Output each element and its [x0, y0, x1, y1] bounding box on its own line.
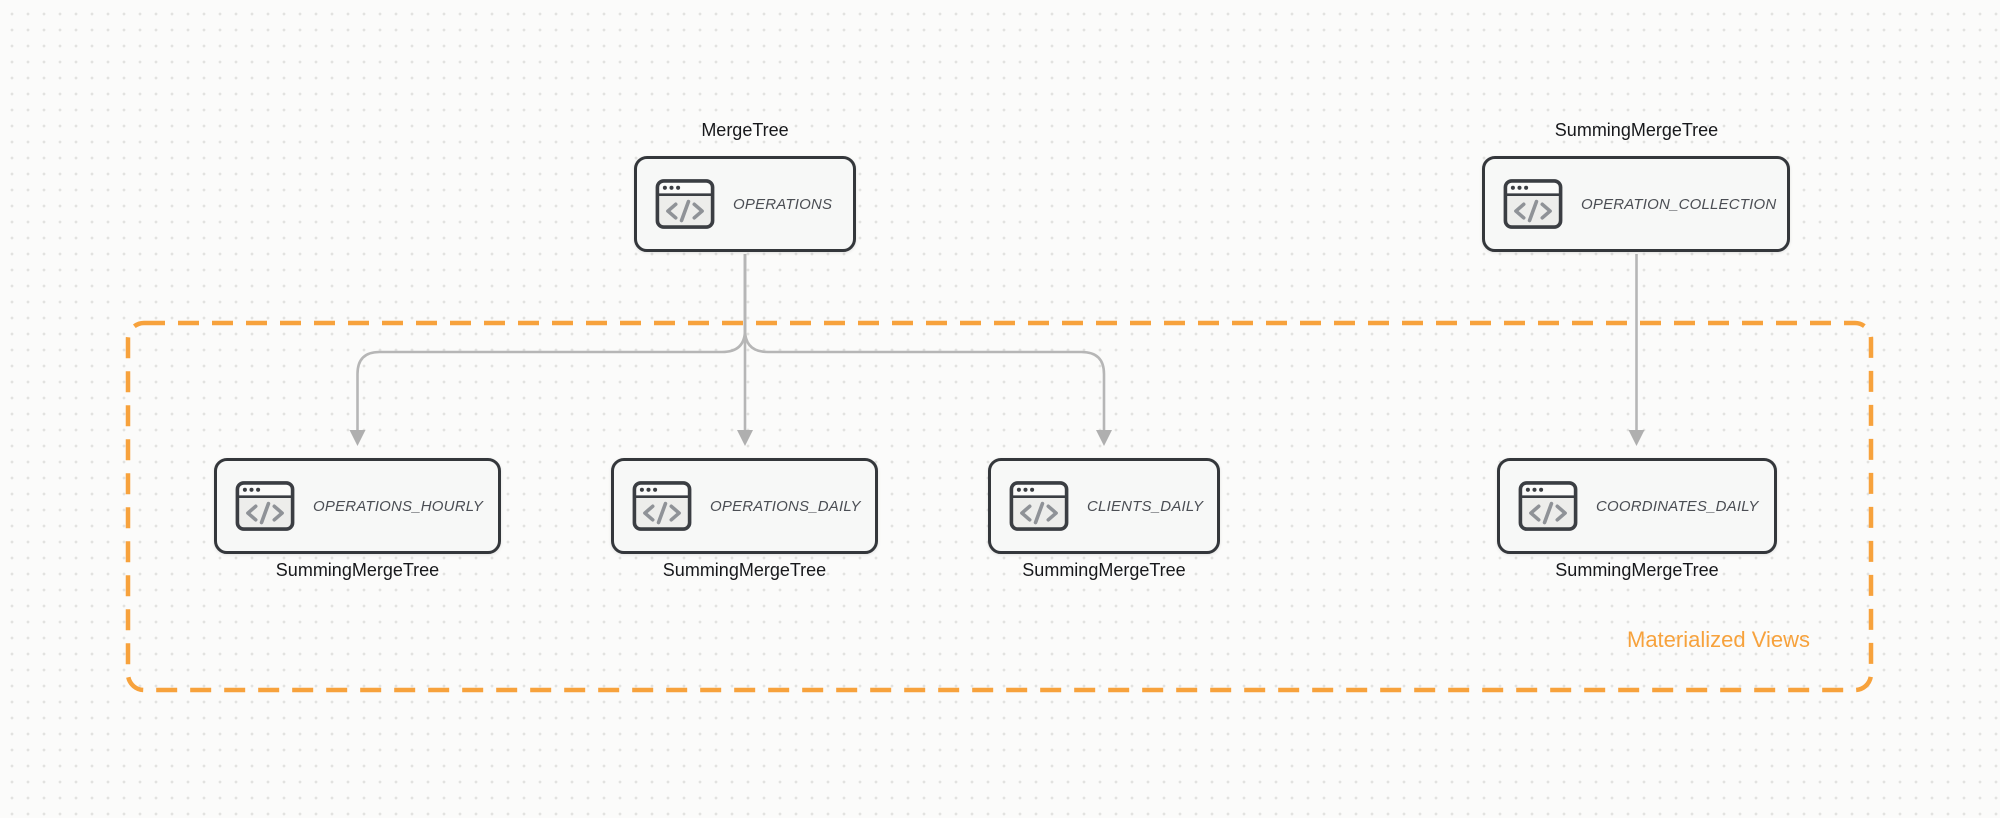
- table-name-label: OPERATIONS: [733, 195, 833, 213]
- code-window-icon: [632, 480, 692, 532]
- table-name-label: CLIENTS_DAILY: [1087, 497, 1204, 515]
- table-name-label: OPERATION_COLLECTION: [1581, 195, 1777, 213]
- code-window-icon: [1503, 178, 1563, 230]
- node-coordinates-daily[interactable]: COORDINATES_DAILY: [1497, 458, 1777, 554]
- arrowhead-icon: [1628, 430, 1645, 446]
- node-operations-hourly[interactable]: OPERATIONS_HOURLY: [214, 458, 501, 554]
- code-window-icon: [655, 178, 715, 230]
- engine-label-operations-hourly: SummingMergeTree: [275, 560, 440, 580]
- engine-label-operations: MergeTree: [701, 120, 789, 140]
- engine-label-operation-collection: SummingMergeTree: [1554, 120, 1719, 140]
- edge-operation-collection-to-coordinates-daily: [1628, 254, 1645, 446]
- node-operations-daily[interactable]: OPERATIONS_DAILY: [611, 458, 878, 554]
- engine-label-operations-daily: SummingMergeTree: [662, 560, 827, 580]
- arrowhead-icon: [1096, 430, 1112, 446]
- arrowhead-icon: [349, 430, 366, 446]
- arrowhead-icon: [737, 430, 753, 446]
- code-window-icon: [1009, 480, 1069, 532]
- code-window-icon: [235, 480, 295, 532]
- engine-label-clients-daily: SummingMergeTree: [1022, 560, 1186, 580]
- table-name-label: OPERATIONS_HOURLY: [313, 497, 484, 515]
- edge-operations-to-operations-hourly: [349, 254, 747, 446]
- table-name-label: OPERATIONS_DAILY: [710, 497, 861, 515]
- engine-label-coordinates-daily: SummingMergeTree: [1555, 560, 1719, 580]
- node-operations[interactable]: OPERATIONS: [634, 156, 856, 252]
- node-operation-collection[interactable]: OPERATION_COLLECTION: [1482, 156, 1790, 252]
- edge-operations-to-clients-daily: [743, 254, 1112, 446]
- table-name-label: COORDINATES_DAILY: [1596, 497, 1759, 515]
- edge-operations-to-operations-daily: [737, 254, 753, 446]
- materialized-views-group-label: Materialized Views: [1627, 627, 1811, 652]
- node-clients-daily[interactable]: CLIENTS_DAILY: [988, 458, 1220, 554]
- code-window-icon: [1518, 480, 1578, 532]
